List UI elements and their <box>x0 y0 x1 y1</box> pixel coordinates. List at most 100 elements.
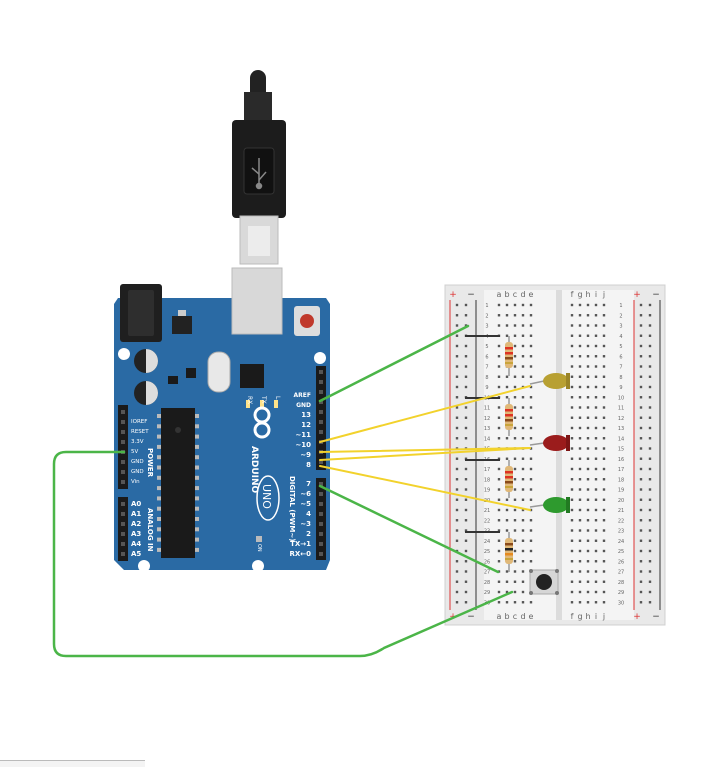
breadboard-hole <box>497 601 501 604</box>
rail-hole <box>455 375 459 378</box>
breadboard-hole <box>594 488 598 491</box>
breadboard-hole <box>578 396 582 399</box>
breadboard-hole <box>529 447 533 450</box>
breadboard-hole <box>529 406 533 409</box>
rail-hole <box>455 355 459 358</box>
rail-hole <box>455 314 459 317</box>
breadboard-hole <box>594 498 598 501</box>
led-red[interactable] <box>529 435 570 451</box>
resistor-3[interactable] <box>505 460 513 498</box>
resistor-4[interactable] <box>505 532 513 572</box>
breadboard-hole <box>578 303 582 307</box>
rail-hole <box>648 385 652 389</box>
breadboard-hole <box>578 365 582 368</box>
rail-sign-top: − <box>467 290 475 300</box>
breadboard-hole <box>529 396 533 399</box>
column-letter-bottom: e <box>529 612 534 621</box>
mount-hole-tl <box>118 348 130 360</box>
wire-pin8-to-green[interactable] <box>319 465 531 511</box>
rail-hole <box>455 539 459 542</box>
breadboard-hole <box>586 519 590 522</box>
rail-hole <box>648 529 652 532</box>
breadboard-hole <box>578 406 582 409</box>
rail-hole <box>639 549 643 553</box>
wire-gnd-to-rail[interactable] <box>318 324 470 403</box>
breadboard-hole <box>594 426 598 430</box>
breadboard-hole <box>529 385 533 389</box>
breadboard-hole <box>570 447 574 450</box>
breadboard-hole <box>578 560 582 563</box>
breadboard-hole <box>529 539 533 542</box>
led-green[interactable] <box>529 497 570 513</box>
rail-hole <box>639 396 643 399</box>
pushbutton[interactable] <box>529 569 559 595</box>
breadboard-hole <box>513 416 517 419</box>
breadboard-hole <box>586 375 590 378</box>
breadboard-hole <box>578 590 582 594</box>
usb-cable[interactable] <box>232 70 286 265</box>
rail-hole <box>639 334 643 337</box>
breadboard-hole <box>594 601 598 604</box>
breadboard-hole <box>505 437 509 440</box>
rail-hole <box>639 539 643 542</box>
breadboard-hole <box>602 365 606 368</box>
breadboard-hole <box>497 324 501 327</box>
breadboard-hole <box>586 303 590 307</box>
digital-header-upper <box>316 366 326 470</box>
digital-pin-label: 2 <box>306 530 311 538</box>
arduino-board[interactable]: RX TX L ARDUINO UNO ON IOREFRESET3.3V5VG… <box>114 267 330 572</box>
breadboard-hole <box>505 375 509 378</box>
column-letter-top: e <box>529 290 534 299</box>
breadboard-hole <box>529 314 533 317</box>
breadboard-hole <box>513 590 517 594</box>
breadboard-hole <box>513 396 517 399</box>
wire-pin10-to-yellow[interactable] <box>319 385 531 443</box>
wire-pin9-to-red[interactable] <box>319 447 531 453</box>
row-number-left: 8 <box>485 375 488 381</box>
wire-pin9b-to-red[interactable] <box>319 447 531 461</box>
breadboard-hole <box>570 303 574 307</box>
resistor-2[interactable] <box>505 398 513 436</box>
breadboard-hole <box>521 355 525 358</box>
row-number-left: 17 <box>484 467 490 473</box>
breadboard-hole <box>594 324 598 327</box>
digital-pin-label: 4 <box>306 510 311 518</box>
rail-hole <box>464 467 468 471</box>
rail-hole <box>464 508 468 512</box>
column-letter-top: a <box>497 290 502 299</box>
rail-hole <box>455 488 459 491</box>
on-led <box>256 536 262 542</box>
breadboard-hole <box>578 580 582 583</box>
breadboard-hole <box>594 549 598 553</box>
rail-hole <box>455 303 459 307</box>
rail-hole <box>648 498 652 501</box>
breadboard-hole <box>594 314 598 317</box>
rail-hole <box>639 590 643 594</box>
row-number-right: 12 <box>618 416 624 422</box>
power-pin-label: Vin <box>131 479 140 485</box>
resistor-1[interactable] <box>505 336 513 376</box>
reset-button[interactable] <box>300 314 314 328</box>
tx-label: TX <box>260 395 267 404</box>
rail-hole <box>455 601 459 604</box>
breadboard-hole <box>521 303 525 307</box>
wire-5v-to-button[interactable] <box>52 450 514 658</box>
breadboard-hole <box>578 416 582 419</box>
breadboard-hole <box>521 324 525 327</box>
breadboard-hole <box>586 416 590 419</box>
breadboard-hole <box>513 375 517 378</box>
rail-hole <box>648 478 652 481</box>
breadboard-hole <box>586 396 590 399</box>
breadboard-hole <box>586 580 590 583</box>
breadboard-hole <box>513 570 517 573</box>
breadboard[interactable]: 1122334455667788991010111112121313141415… <box>444 284 666 626</box>
led-yellow[interactable] <box>529 373 570 389</box>
column-letter-top: g <box>577 290 582 299</box>
wires[interactable] <box>52 324 531 658</box>
breadboard-hole <box>521 560 525 563</box>
rail-hole <box>464 488 468 491</box>
breadboard-hole <box>602 396 606 399</box>
wire-pin7-to-button[interactable] <box>318 484 500 574</box>
